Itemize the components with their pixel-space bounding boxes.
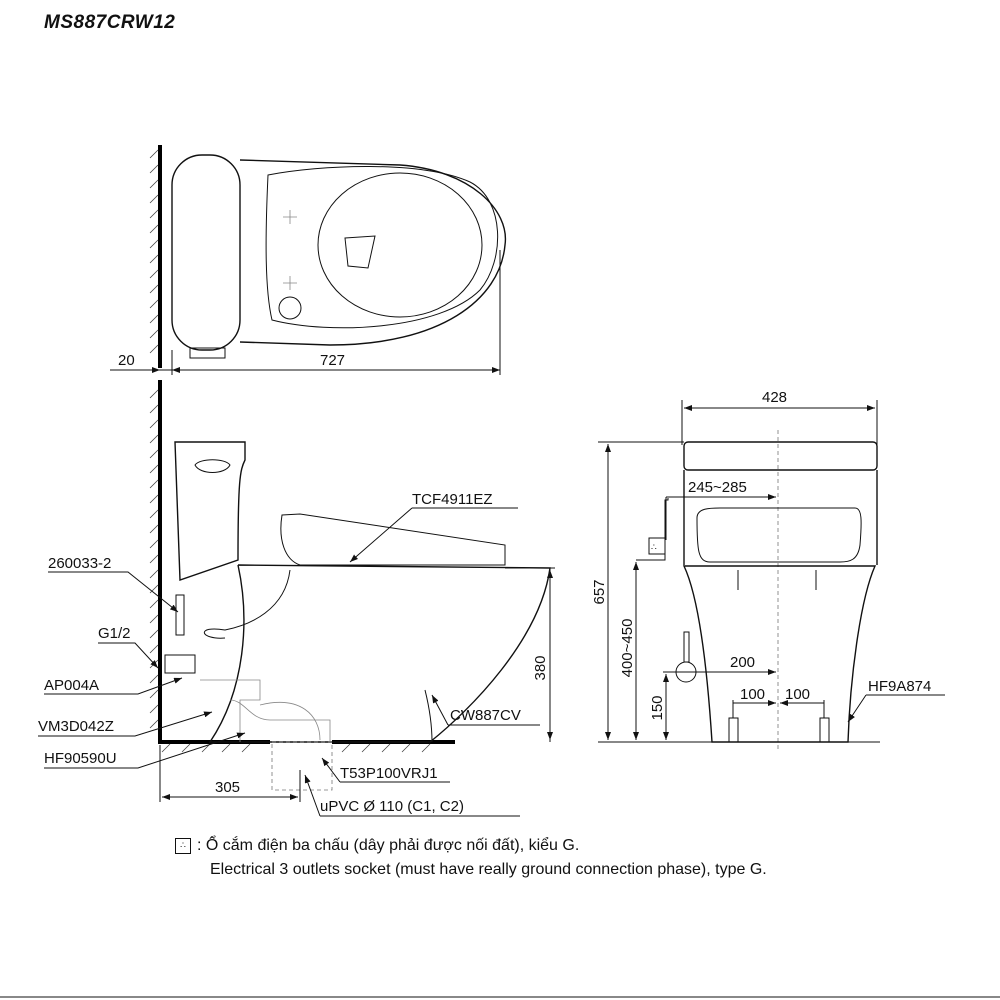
legend-english: Electrical 3 outlets socket (must have r… (210, 861, 767, 878)
tank-side (174, 441, 246, 581)
label-hose: 260033-2 (48, 555, 111, 572)
dim-bolt-right: 100 (785, 686, 810, 703)
dim-length: 727 (320, 352, 345, 369)
label-seat: TCF4911EZ (412, 491, 493, 508)
tank-top (171, 154, 241, 351)
dim-wall-gap: 20 (118, 352, 135, 369)
label-vm3d042z: VM3D042Z (38, 718, 114, 735)
label-hf90590u: HF90590U (44, 750, 117, 767)
water-inlet-top (278, 296, 302, 320)
bowl-side (208, 564, 551, 743)
model-title: MS887CRW12 (44, 12, 176, 33)
label-thread: G1/2 (98, 625, 131, 642)
floor-flange (271, 741, 333, 791)
label-bowl: CW887CV (450, 707, 521, 724)
tank-front (683, 441, 878, 471)
supply-hose (203, 569, 291, 639)
seat-opening (317, 172, 483, 318)
bowl-front (682, 565, 877, 743)
side-view: 380 305 TCF4911EZ 260033-2 G1/2 AP004A V… (38, 380, 555, 817)
dim-rough-in: 305 (215, 779, 240, 796)
bolt-right (819, 717, 830, 743)
legend: ∴ : Ổ cắm điện ba chấu (dây phải được nố… (175, 834, 767, 882)
bowl-top (239, 159, 507, 346)
legend-vietnamese: : Ổ cắm điện ba chấu (dây phải được nối … (197, 837, 580, 854)
front-view: 428 657 ∴ 245~285 400~450 200 150 100 10… (591, 389, 945, 752)
bowl-outlet (344, 235, 376, 269)
label-valve: AP004A (44, 677, 99, 694)
dim-seat-height: 380 (532, 655, 549, 680)
wall-hatch-top (149, 149, 159, 354)
socket-icon: ∴ (175, 838, 191, 854)
dim-inlet-height: 150 (649, 695, 666, 720)
seat-side (280, 513, 506, 566)
top-view: 20 727 (110, 145, 507, 375)
label-bolt: HF9A874 (868, 678, 931, 695)
valve-top (189, 347, 226, 359)
angle-valve (164, 654, 196, 674)
label-pipe: uPVC Ø 110 (C1, C2) (320, 798, 464, 815)
dim-inlet-offset: 200 (730, 654, 755, 671)
hose-260033 (175, 594, 185, 636)
label-flange: T53P100VRJ1 (340, 765, 438, 782)
dim-width: 428 (762, 389, 787, 406)
dim-socket-height: 400~450 (619, 619, 636, 678)
dim-bolt-left: 100 (740, 686, 765, 703)
bolt-left (728, 717, 739, 743)
svg-text:∴: ∴ (651, 542, 657, 552)
seat-lid-top (265, 166, 499, 329)
socket-icon-front (648, 537, 666, 555)
bottom-divider (0, 996, 1000, 998)
dim-socket-offset: 245~285 (688, 479, 747, 496)
seat-front (696, 507, 862, 563)
dim-height: 657 (591, 579, 608, 604)
flush-button (194, 459, 231, 473)
